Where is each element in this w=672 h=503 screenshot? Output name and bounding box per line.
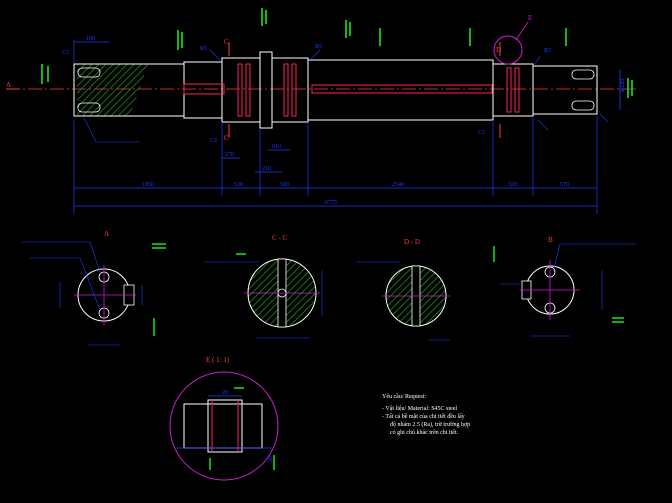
right-keyway-top bbox=[571, 69, 595, 80]
dim-chamfer3: C2 bbox=[478, 130, 485, 136]
detail-e-dim-right: 20 bbox=[268, 456, 274, 462]
left-keyway-bottom bbox=[77, 102, 101, 113]
section-d-view: D - D bbox=[356, 238, 450, 341]
dim-small2: 210 bbox=[262, 166, 271, 172]
dim-small3: 610 bbox=[272, 144, 281, 150]
dimension-texts: 6775 1850 530 500 2540 320 570 180 270 2… bbox=[62, 36, 569, 206]
dim-top-left: 180 bbox=[86, 36, 95, 42]
section-b-view: B bbox=[493, 236, 636, 337]
right-dia-callout: Ø130 bbox=[619, 70, 626, 110]
shaft-collar bbox=[259, 51, 273, 129]
dim-small1: 270 bbox=[225, 152, 234, 158]
requirements-notes: Yêu cầu/ Request: - Vật liệu/ Material: … bbox=[382, 393, 582, 437]
right-keyway-bottom bbox=[571, 100, 595, 111]
shaft-seg-4 bbox=[307, 59, 494, 121]
dim-seg4: 2540 bbox=[392, 182, 404, 188]
shaft-main-view: C C D E A Ø130 bbox=[6, 14, 636, 142]
shaft-seg-5 bbox=[492, 63, 534, 117]
dim-seg1: 1850 bbox=[142, 182, 154, 188]
cut-lines bbox=[228, 42, 501, 138]
shaft-left-hatched bbox=[77, 64, 148, 116]
tolerance-marks bbox=[41, 8, 633, 98]
detail-e-dim-top: 20 bbox=[222, 390, 228, 396]
dim-seg5: 320 bbox=[508, 182, 517, 188]
detail-e-leader bbox=[515, 21, 529, 41]
notes-line-1: - Vật liệu/ Material: S45C steel bbox=[382, 406, 458, 412]
left-keyway-top bbox=[77, 67, 101, 78]
cut-label-c-bottom: C bbox=[224, 134, 229, 142]
notes-title: Yêu cầu/ Request: bbox=[382, 394, 426, 400]
dim-radius2: R5 bbox=[315, 44, 322, 50]
dim-chamfer2: C2 bbox=[210, 138, 217, 144]
detail-e-circle bbox=[493, 35, 523, 65]
shaft-seg-2 bbox=[221, 57, 261, 123]
notes-line-3: độ nhám 2.5 (Ra), trừ trường hợp bbox=[390, 422, 471, 428]
dim-radius3: R5 bbox=[544, 48, 551, 54]
svg-text:Ø130: Ø130 bbox=[619, 79, 626, 92]
arrow-a-label: A bbox=[6, 81, 11, 89]
detail-e-title: E ( 1: 1) bbox=[206, 356, 230, 364]
dim-seg3: 500 bbox=[280, 182, 289, 188]
cut-label-d-top: D bbox=[496, 46, 501, 54]
keyways bbox=[183, 63, 520, 117]
dim-chamfer1: C2 bbox=[62, 50, 69, 56]
notes-line-4: có ghi chú khác trên chi tiết. bbox=[390, 430, 459, 436]
dimension-lines bbox=[73, 40, 598, 214]
section-d-title: D - D bbox=[404, 238, 420, 246]
detail-e-big-circle bbox=[169, 371, 279, 481]
section-b-title: B bbox=[548, 236, 553, 244]
shaft-seg-3 bbox=[271, 57, 309, 123]
section-c-title: C - C bbox=[272, 234, 288, 242]
leader-lines bbox=[83, 49, 609, 143]
notes-line-2: - Tất cả bề mặt của chi tiết đều lấy bbox=[382, 414, 465, 420]
section-a-title: A bbox=[104, 230, 109, 238]
detail-e-view: E ( 1: 1) 20 20 bbox=[169, 356, 279, 481]
shaft-right-end bbox=[532, 65, 598, 115]
section-a-view: A bbox=[22, 230, 166, 346]
dim-seg6: 570 bbox=[560, 182, 569, 188]
shaft-seg-1 bbox=[183, 61, 223, 119]
detail-e-mark: E bbox=[528, 14, 532, 22]
section-c-view: C - C bbox=[204, 234, 323, 339]
dim-radius1: R5 bbox=[200, 46, 207, 52]
dim-overall: 6775 bbox=[325, 200, 337, 206]
dim-seg2: 530 bbox=[234, 182, 243, 188]
cut-label-c-top: C bbox=[224, 38, 229, 46]
